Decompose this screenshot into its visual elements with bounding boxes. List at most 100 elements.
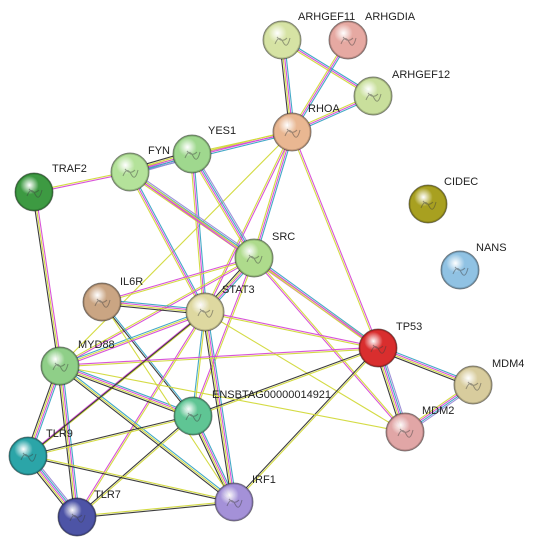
node-label-rhoa: RHOA xyxy=(308,103,340,115)
node-circle-mdm4[interactable] xyxy=(453,365,493,405)
edge-tp53-irf1[interactable] xyxy=(233,347,379,503)
edge-myd88-ensbtag[interactable] xyxy=(58,363,195,419)
node-arhgef12[interactable]: ARHGEF12 xyxy=(353,69,450,116)
node-circle-arhgef12[interactable] xyxy=(353,76,393,116)
edge-strand-textmining xyxy=(189,154,253,260)
edge-src-ensbtag[interactable] xyxy=(191,257,256,417)
edge-strand-textmining xyxy=(102,258,255,304)
edge-strand-textmining xyxy=(58,366,77,518)
edge-tp53-ensbtag[interactable] xyxy=(192,346,379,418)
node-circle-cidec[interactable] xyxy=(408,184,448,224)
node-fyn[interactable]: FYN xyxy=(110,145,170,192)
node-circle-arhgdia[interactable] xyxy=(328,20,368,60)
node-tlr7[interactable]: TLR7 xyxy=(57,489,121,537)
node-label-nans: NANS xyxy=(476,242,507,254)
edge-strand-textmining xyxy=(252,258,378,350)
node-circle-fyn[interactable] xyxy=(110,152,150,192)
node-circle-irf1[interactable] xyxy=(214,482,254,522)
node-circle-tlr9[interactable] xyxy=(8,436,48,476)
edge-rhoa-stat3[interactable] xyxy=(203,131,294,313)
node-traf2[interactable]: TRAF2 xyxy=(14,163,87,212)
edge-stat3-mdm2[interactable] xyxy=(204,311,406,433)
node-circle-stat3[interactable] xyxy=(185,292,225,332)
node-rim-fyn xyxy=(110,152,150,192)
node-mdm2[interactable]: MDM2 xyxy=(385,405,454,452)
node-circle-rhoa[interactable] xyxy=(272,112,312,152)
protein-structure-icon xyxy=(274,36,291,46)
edge-fyn-stat3[interactable] xyxy=(128,170,207,314)
edge-strand-coexpression xyxy=(77,502,235,519)
edge-tlr7-irf1[interactable] xyxy=(76,500,235,519)
edge-traf2-myd88[interactable] xyxy=(31,191,63,367)
node-circle-traf2[interactable] xyxy=(14,172,54,212)
node-circle-yes1[interactable] xyxy=(172,134,212,174)
edge-strand-textmining xyxy=(59,366,193,418)
edge-strand-experimental xyxy=(60,312,206,369)
edge-tlr9-stat3[interactable] xyxy=(27,311,206,457)
node-circle-src[interactable] xyxy=(234,238,274,278)
node-circle-myd88[interactable] xyxy=(40,346,80,386)
edge-src-mdm2[interactable] xyxy=(252,257,407,433)
node-label-irf1: IRF1 xyxy=(252,474,276,486)
protein-structure-icon xyxy=(452,266,469,276)
node-ensbtag[interactable]: ENSBTAG00000014921 xyxy=(173,389,331,436)
node-tp53[interactable]: TP53 xyxy=(358,321,422,368)
protein-structure-icon xyxy=(26,188,43,198)
node-rhoa[interactable]: RHOA xyxy=(272,103,340,152)
edge-strand-textmining xyxy=(76,500,234,517)
edge-stat3-tp53[interactable] xyxy=(204,310,379,350)
node-rim-mdm2 xyxy=(385,412,425,452)
node-circle-tp53[interactable] xyxy=(358,328,398,368)
node-circle-ensbtag[interactable] xyxy=(173,396,213,436)
edge-myd88-mdm2[interactable] xyxy=(59,365,406,433)
edge-strand-experimental xyxy=(59,346,378,366)
node-circle-tlr7[interactable] xyxy=(57,497,97,537)
node-arhgef11[interactable]: ARHGEF11 xyxy=(262,11,355,60)
edge-irf1-il6r[interactable] xyxy=(101,301,235,503)
node-yes1[interactable]: YES1 xyxy=(172,125,236,174)
edge-ensbtag-tlr7[interactable] xyxy=(76,414,194,519)
node-circle-mdm2[interactable] xyxy=(385,412,425,452)
edge-rhoa-myd88[interactable] xyxy=(59,131,293,367)
node-cidec[interactable]: CIDEC xyxy=(408,176,478,224)
edge-strand-textmining xyxy=(28,416,194,458)
edge-strand-experimental xyxy=(129,171,206,313)
node-mdm4[interactable]: MDM4 xyxy=(453,358,524,405)
edge-tlr9-irf1[interactable] xyxy=(27,454,235,504)
edge-strand-textmining xyxy=(189,154,204,313)
node-rim-nans xyxy=(440,250,480,290)
edge-strand-database xyxy=(192,153,256,258)
node-nans[interactable]: NANS xyxy=(440,242,507,290)
node-circle-il6r[interactable] xyxy=(82,282,122,322)
edge-strand-coexpression xyxy=(192,346,378,416)
node-rim-yes1 xyxy=(172,134,212,174)
edge-rhoa-src[interactable] xyxy=(251,131,295,259)
node-arhgdia[interactable]: ARHGDIA xyxy=(328,11,416,60)
edge-stat3-tlr7[interactable] xyxy=(75,311,207,518)
edge-src-tp53[interactable] xyxy=(252,256,380,350)
edge-myd88-tlr7[interactable] xyxy=(57,365,80,518)
edge-ensbtag-tlr9[interactable] xyxy=(27,414,194,458)
edge-stat3-myd88[interactable] xyxy=(59,309,206,369)
edge-myd88-irf1[interactable] xyxy=(58,364,236,504)
node-tlr9[interactable]: TLR9 xyxy=(8,428,73,476)
node-il6r[interactable]: IL6R xyxy=(82,276,143,322)
edge-strand-experimental xyxy=(60,258,255,368)
edge-tp53-myd88[interactable] xyxy=(59,346,379,368)
node-src[interactable]: SRC xyxy=(234,231,295,278)
edge-rhoa-tp53[interactable] xyxy=(290,131,380,349)
node-rim-stat3 xyxy=(185,292,225,332)
edge-strand-experimental xyxy=(60,365,79,517)
edge-src-il6r[interactable] xyxy=(101,256,255,304)
edge-yes1-src[interactable] xyxy=(189,152,257,260)
edge-strand-textmining xyxy=(251,131,291,258)
node-circle-arhgef11[interactable] xyxy=(262,20,302,60)
edge-strand-textmining xyxy=(59,256,254,366)
edge-strand-experimental xyxy=(35,191,63,366)
node-circle-nans[interactable] xyxy=(440,250,480,290)
node-myd88[interactable]: MYD88 xyxy=(40,339,115,386)
edge-strand-coexpression xyxy=(233,347,378,502)
node-irf1[interactable]: IRF1 xyxy=(214,474,276,522)
node-stat3[interactable]: STAT3 xyxy=(185,284,255,332)
edge-src-myd88[interactable] xyxy=(59,256,255,368)
